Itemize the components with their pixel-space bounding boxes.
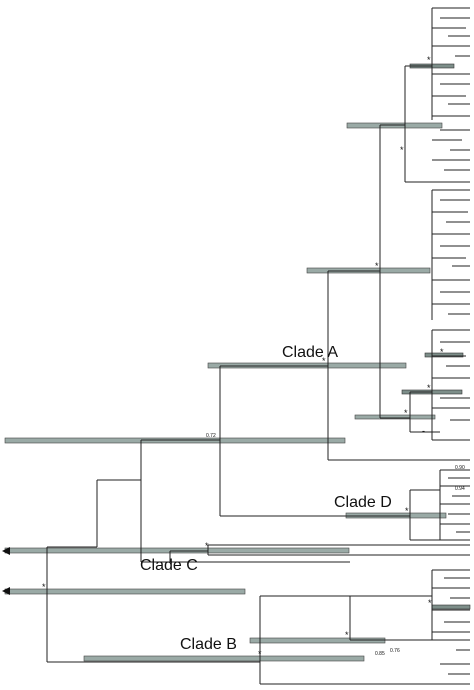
collapsed-clade-c-marker: [2, 547, 10, 555]
support-clade-d: *: [405, 506, 409, 516]
tree-branches: [46, 7, 470, 685]
terminals-upper-mid: [431, 189, 470, 320]
terminals-top: [431, 7, 470, 171]
support-clade-b-inner: *: [345, 630, 349, 640]
support-root-split: 0.72: [206, 433, 216, 439]
clade-c-label: Clade C: [140, 557, 198, 574]
clade-b-label: Clade B: [180, 636, 237, 653]
support-mid-3: *: [440, 347, 444, 357]
support-clade-a: *: [322, 356, 326, 366]
support-clade-c: *: [205, 541, 209, 551]
support-clade-b-1: 0.85: [375, 651, 385, 657]
clade-a-label: Clade A: [282, 344, 338, 361]
support-clade-b: *: [258, 649, 262, 659]
support-clade-a-upper: *: [375, 261, 379, 271]
support-clade-d-2: 0.94: [455, 486, 465, 492]
branch-clade-a-upper: [379, 124, 410, 419]
branch-clade-b: [259, 595, 470, 685]
clade-d-label: Clade D: [334, 494, 392, 511]
support-clade-b-2: 0.76: [390, 648, 400, 654]
support-root: *: [42, 582, 46, 592]
support-mid-2: *: [427, 383, 431, 393]
support-upper-2: *: [427, 55, 431, 65]
terminals-clade-b: [431, 569, 470, 675]
interval-bar-clade-b: [83, 655, 365, 662]
support-dash: -: [422, 426, 425, 436]
interval-bar-clade-b-small: [431, 604, 471, 610]
branch-clade-a: [327, 270, 470, 461]
branch-clade-a-stem: [219, 365, 410, 517]
branch-root-upper: [97, 439, 220, 563]
terminals-clade-d: [439, 469, 470, 540]
collapsed-clade-b-outer-marker: [2, 587, 10, 595]
support-clade-d-1: 0.90: [455, 465, 465, 471]
branch-upper-grp: [404, 65, 470, 183]
interval-bar-clade-b-outer: [4, 588, 246, 595]
support-mid-1: *: [404, 408, 408, 418]
support-upper-1: *: [400, 145, 404, 155]
branch-clade-c: [169, 544, 470, 562]
branch-mid-grp: [409, 391, 440, 433]
interval-bar-mid-3: [424, 352, 464, 358]
interval-bar-mid-1: [354, 414, 436, 420]
support-clade-b-small: *: [428, 598, 432, 608]
branch-clade-d: [170, 489, 470, 563]
terminals-mid: [431, 329, 470, 441]
branch-root: [46, 480, 260, 663]
